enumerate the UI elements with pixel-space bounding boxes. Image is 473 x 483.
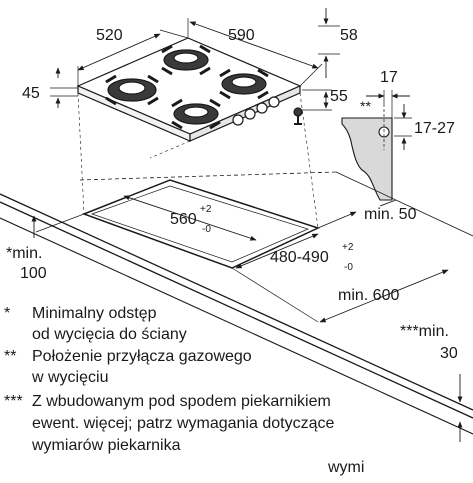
dim-560: 560 +2 -0 (170, 204, 212, 235)
svg-text:Z wbudowanym pod spodem piekar: Z wbudowanym pod spodem piekarnikiem (32, 393, 331, 410)
svg-text:wymiarów piekarnika: wymiarów piekarnika (31, 437, 181, 454)
dim-min-30-value: 30 (440, 345, 458, 362)
svg-text:+2: +2 (342, 242, 354, 253)
burner-front (171, 98, 221, 130)
dim-480-490: 480-490 +2 -0 (270, 242, 354, 273)
dim-17-27: 17-27 (414, 120, 455, 137)
dim-17: 17 (380, 69, 398, 86)
dim-min-50: min. 50 (364, 206, 417, 223)
svg-text:*: * (4, 305, 10, 322)
footer-mask (382, 458, 472, 478)
side-section (341, 90, 412, 201)
footer-fragment: wymi (327, 459, 364, 476)
gas-position-marker: ** (360, 98, 371, 114)
dim-min-100-label: *min. (6, 245, 42, 262)
svg-text:w wycięciu: w wycięciu (31, 369, 108, 386)
svg-text:-0: -0 (202, 224, 211, 235)
legend: * Minimalny odstęp od wycięcia do ściany… (4, 305, 334, 454)
hob-drawing (50, 8, 340, 142)
control-knobs (232, 96, 280, 126)
legend-item-1: * Minimalny odstęp od wycięcia do ściany (4, 305, 187, 343)
burner-right (219, 68, 269, 100)
dim-min-100-value: 100 (20, 265, 47, 282)
dim-58: 58 (340, 27, 358, 44)
dim-45: 45 (22, 85, 40, 102)
connector-profile (341, 117, 393, 201)
svg-text:-0: -0 (344, 262, 353, 273)
dimension-labels: 520 590 58 45 55 17 17-27 ** min. 50 560… (6, 27, 458, 362)
legend-item-2: ** Położenie przyłącza gazowego w wycięc… (4, 348, 252, 386)
dim-520: 520 (96, 27, 123, 44)
dim-min-600: min. 600 (338, 287, 399, 304)
svg-text:560: 560 (170, 211, 197, 228)
dim-590: 590 (228, 27, 255, 44)
legend-item-3: *** Z wbudowanym pod spodem piekarnikiem… (4, 393, 334, 454)
worktop-drawing (0, 92, 473, 442)
svg-text:ewent. więcej; patrz wymagania: ewent. więcej; patrz wymagania dotyczące (32, 415, 334, 432)
svg-text:Minimalny odstęp: Minimalny odstęp (32, 305, 157, 322)
svg-text:od wycięcia do ściany: od wycięcia do ściany (32, 326, 187, 343)
svg-text:Położenie przyłącza gazowego: Położenie przyłącza gazowego (32, 348, 252, 365)
svg-text:+2: +2 (200, 204, 212, 215)
burner-left (105, 74, 159, 106)
svg-text:**: ** (4, 348, 16, 365)
svg-text:***: *** (4, 393, 23, 410)
dim-55: 55 (330, 88, 348, 105)
svg-text:480-490: 480-490 (270, 249, 329, 266)
dim-min-30-label: ***min. (400, 323, 449, 340)
